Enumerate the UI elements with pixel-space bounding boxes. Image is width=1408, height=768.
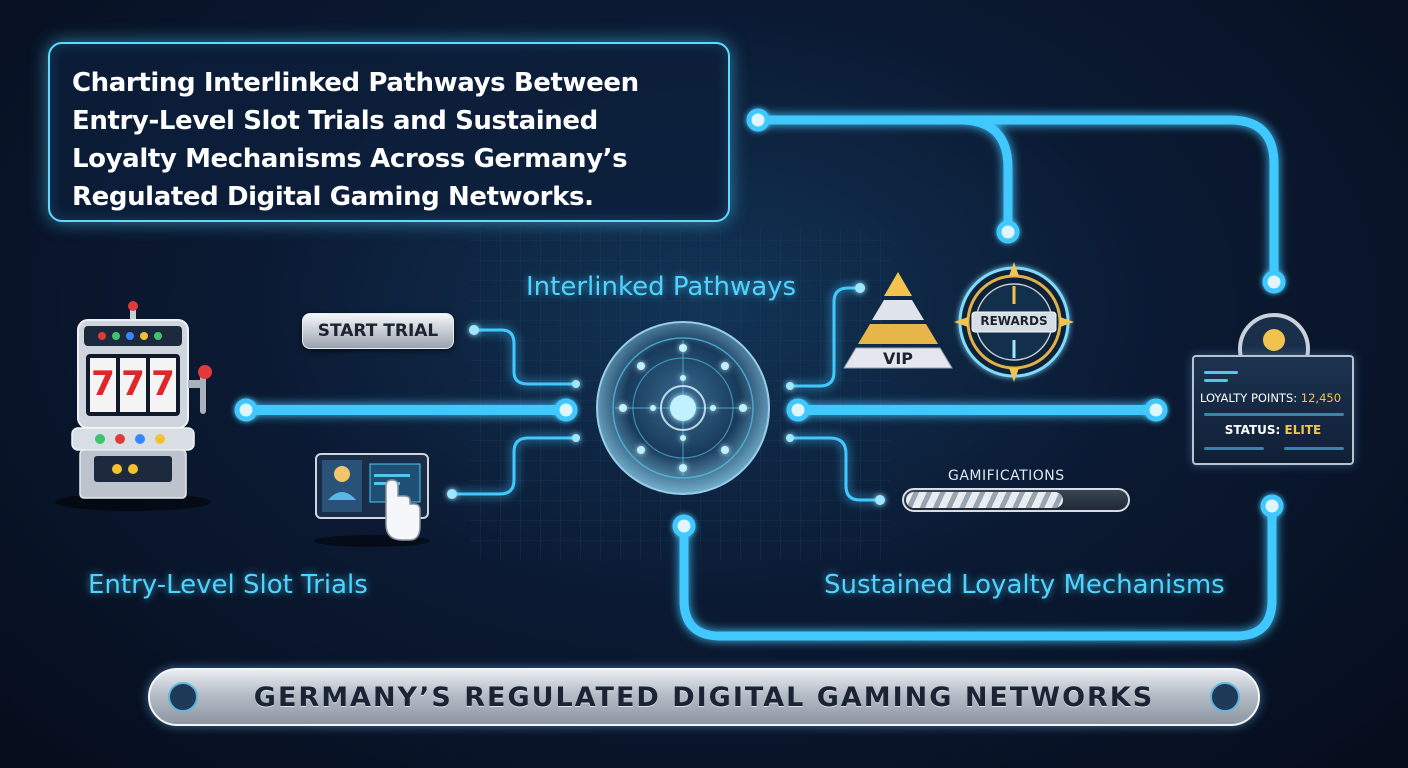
node <box>1260 494 1284 518</box>
connection-lines <box>241 115 1279 641</box>
link-bottom-loop <box>679 501 1277 641</box>
title-panel: Charting Interlinked Pathways Between En… <box>48 42 730 222</box>
reel-value: 7 <box>121 364 145 404</box>
banner-badge-right <box>1210 682 1240 712</box>
link-hub-gamify <box>788 436 882 502</box>
loyalty-mechanisms-label: Sustained Loyalty Mechanisms <box>824 570 1225 600</box>
connection-nodes <box>234 108 1286 538</box>
status-value: ELITE <box>1284 423 1322 437</box>
rewards-compass-icon <box>954 262 1074 382</box>
loyalty-card: LOYALTY POINTS: 12,450 STATUS: ELITE <box>1192 355 1354 465</box>
start-trial-button[interactable]: START TRIAL <box>302 313 454 349</box>
gamification-progress-bar <box>902 488 1130 512</box>
node <box>746 108 770 132</box>
hand-pointer-icon <box>385 479 421 541</box>
slot-reels: 7 7 7 <box>90 358 176 412</box>
vip-label: VIP <box>882 349 914 368</box>
node <box>1262 270 1286 294</box>
rewards-label: REWARDS <box>980 314 1048 328</box>
hub-label: Interlinked Pathways <box>526 272 797 302</box>
entry-level-label: Entry-Level Slot Trials <box>88 570 368 600</box>
loyalty-points-row: LOYALTY POINTS: 12,450 <box>1200 391 1341 405</box>
vip-pyramid-icon <box>843 272 953 369</box>
loyalty-points-value: 12,450 <box>1300 391 1342 405</box>
node <box>234 398 258 422</box>
link-hub-vip <box>788 286 862 388</box>
loyalty-points-label: LOYALTY POINTS: <box>1200 391 1298 405</box>
status-label: STATUS: <box>1224 423 1281 437</box>
node <box>786 398 810 422</box>
progress-fill <box>906 492 1064 508</box>
link-user-hub <box>450 436 578 496</box>
small-nodes <box>447 283 885 505</box>
banner-badge-left <box>168 682 198 712</box>
status-row: STATUS: ELITE <box>1194 423 1352 437</box>
reel-value: 7 <box>91 364 115 404</box>
footer-banner: GERMANY’S REGULATED DIGITAL GAMING NETWO… <box>148 668 1260 726</box>
link-start-hub <box>472 328 578 386</box>
node <box>1144 398 1168 422</box>
slot-machine-icon <box>55 301 212 511</box>
node <box>996 220 1020 244</box>
hub-orb-icon <box>596 321 770 495</box>
gamification-label: GAMIFICATIONS <box>948 468 1065 484</box>
footer-banner-text: GERMANY’S REGULATED DIGITAL GAMING NETWO… <box>253 682 1155 713</box>
page-title: Charting Interlinked Pathways Between En… <box>72 68 639 212</box>
node <box>672 514 696 538</box>
link-title-loop <box>753 115 1013 235</box>
node <box>554 398 578 422</box>
reel-value: 7 <box>151 364 175 404</box>
link-title-card <box>955 115 1279 285</box>
